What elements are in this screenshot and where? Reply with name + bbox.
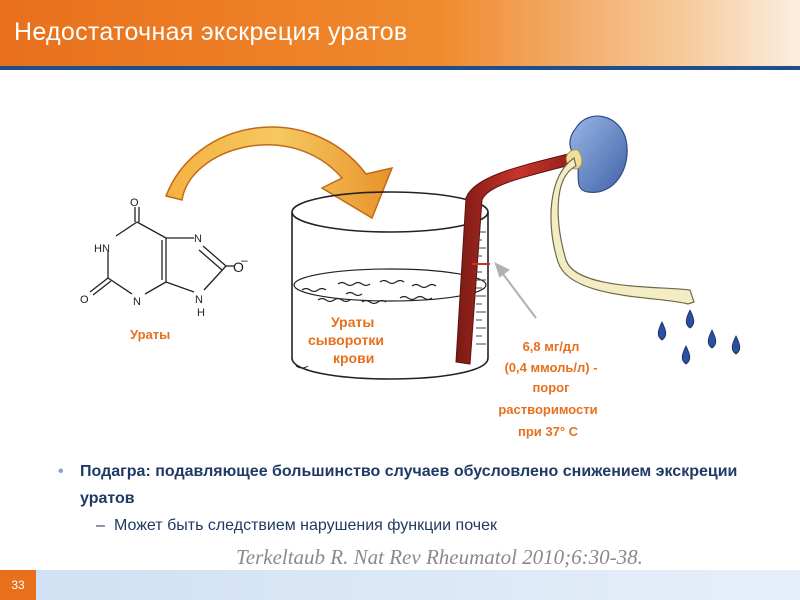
scale-ticks xyxy=(472,231,490,345)
threshold-line1: 6,8 мг/дл xyxy=(523,339,580,354)
atom-hn: HN xyxy=(94,243,110,255)
pointer-arrow-icon xyxy=(494,262,537,319)
citation: Terkeltaub R. Nat Rev Rheumatol 2010;6:3… xyxy=(236,545,643,569)
kidney-icon xyxy=(565,115,628,193)
bullet-dash: – xyxy=(96,517,105,534)
orange-arrow-icon xyxy=(164,126,394,220)
beaker-label-line1: Ураты xyxy=(331,314,374,330)
atom-o-top: O xyxy=(130,197,139,209)
bullet-list: • Подагра: подавляющее большинство случа… xyxy=(56,458,776,538)
atom-o-minus: O xyxy=(233,259,244,275)
atom-h: H xyxy=(197,307,205,319)
bullet-main-text: Подагра: подавляющее большинство случаев… xyxy=(80,463,738,507)
threshold-line5: при 37° С xyxy=(518,424,579,439)
threshold-line3: порог xyxy=(532,380,570,395)
beaker-icon xyxy=(291,191,489,380)
slide-footer xyxy=(0,570,800,600)
ureter-tube-icon xyxy=(550,157,695,305)
slide-header: Недостаточная экскреция уратов xyxy=(0,0,800,66)
atom-n-right-bottom: N xyxy=(195,294,203,306)
excretion-diagram: O HN O N N N H O – Ураты Ураты сыворотки… xyxy=(80,115,741,439)
atom-n-bottom: N xyxy=(133,296,141,308)
bullet-sub-text: Может быть следствием нарушения функции … xyxy=(114,517,497,534)
threshold-line2: (0,4 ммоль/л) - xyxy=(504,360,597,375)
urine-drops-icon xyxy=(657,309,741,365)
header-stripe xyxy=(0,66,800,70)
slide-title: Недостаточная экскреция уратов xyxy=(14,18,408,46)
beaker-label-line3: крови xyxy=(333,350,374,366)
charge-sign: – xyxy=(241,253,248,267)
bullet-sub-item: – Может быть следствием нарушения функци… xyxy=(56,514,776,538)
atom-o-left: O xyxy=(80,294,89,306)
bullet-dot: • xyxy=(58,463,64,480)
molecule-label: Ураты xyxy=(130,327,170,342)
page-number: 33 xyxy=(0,570,36,600)
threshold-line4: растворимости xyxy=(498,402,597,417)
urate-molecule xyxy=(89,207,235,296)
bullet-main-item: • Подагра: подавляющее большинство случа… xyxy=(56,458,776,512)
atom-n-right-top: N xyxy=(194,233,202,245)
beaker-label-line2: сыворотки xyxy=(308,332,384,348)
